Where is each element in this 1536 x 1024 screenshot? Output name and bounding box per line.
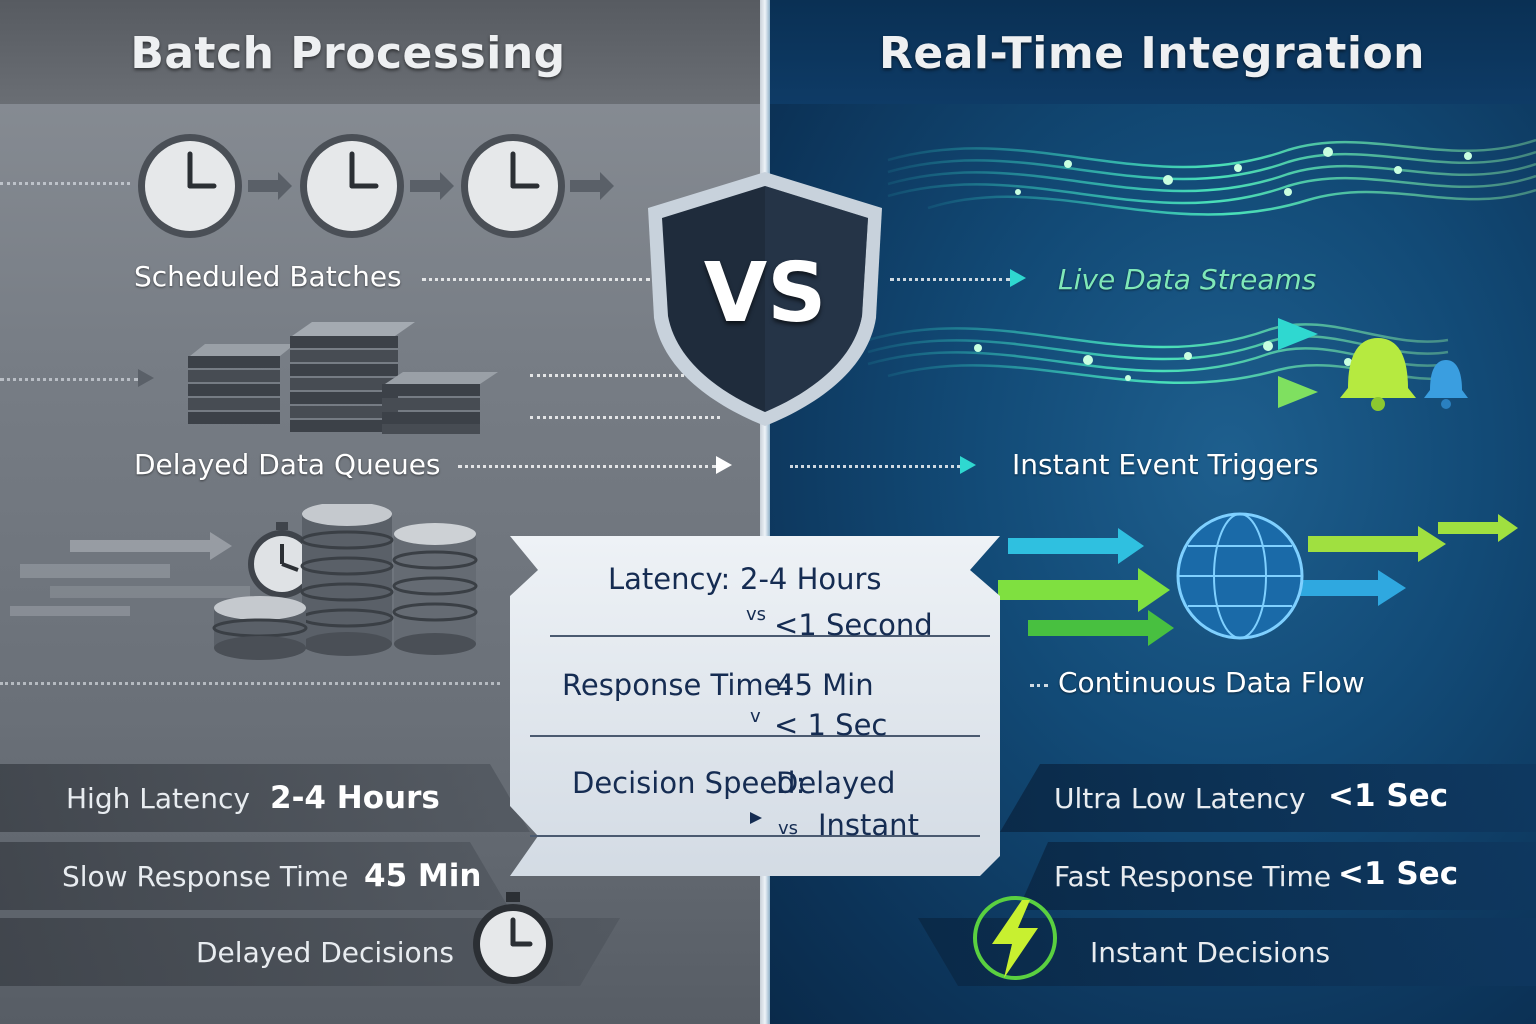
batch-panel: Batch Processing Scheduled Batches <box>0 0 768 1024</box>
shield-icon <box>648 172 882 426</box>
dotted-connector <box>422 278 650 281</box>
low-latency-value: <1 Sec <box>1328 778 1449 814</box>
dotted-line <box>0 378 138 381</box>
arrow-icon <box>138 369 154 387</box>
comparison-card: Latency: 2-4 Hours vs <1 Second Response… <box>510 536 1010 876</box>
high-latency-value: 2-4 Hours <box>270 780 440 816</box>
latency-batch-value: 2-4 Hours <box>740 562 882 596</box>
delayed-queues-label: Delayed Data Queues <box>134 448 441 481</box>
response-compare-label: Response Time: <box>562 668 792 702</box>
continuous-flow-label: Continuous Data Flow <box>1058 666 1365 699</box>
batch-stack-icon <box>188 322 498 434</box>
decision-arrow-icon <box>750 812 762 824</box>
high-latency-band: High Latency 2-4 Hours <box>0 764 530 832</box>
arrow-icon <box>960 456 976 474</box>
latency-vs: vs <box>746 604 767 625</box>
slow-response-value: 45 Min <box>364 858 482 894</box>
dotted-connector <box>458 465 716 468</box>
database-icon <box>300 504 394 656</box>
high-latency-label: High Latency <box>66 782 250 815</box>
live-streams-label: Live Data Streams <box>1058 263 1317 296</box>
bell-icon <box>1340 338 1468 411</box>
batch-title: Batch Processing <box>130 28 566 79</box>
realtime-title: Real-Time Integration <box>878 28 1426 79</box>
latency-realtime-value: <1 Second <box>774 608 933 642</box>
comparison-card-bg <box>510 536 1000 876</box>
latency-compare-label: Latency: <box>608 562 731 596</box>
data-stream-icon <box>867 138 1536 408</box>
clock-icon <box>300 134 404 238</box>
vs-text: VS <box>703 246 827 341</box>
lightning-icon <box>973 896 1057 980</box>
motion-arrows <box>10 532 250 616</box>
database-icon <box>212 596 308 660</box>
delayed-database-cluster <box>10 504 478 660</box>
scheduled-clocks <box>138 134 614 238</box>
dotted-connector <box>1030 684 1048 687</box>
vs-badge: VS <box>640 168 890 430</box>
clock-icon <box>461 134 565 238</box>
decision-batch-value: Delayed <box>776 766 896 800</box>
response-batch-value: 45 Min <box>776 668 874 702</box>
response-realtime-value: < 1 Sec <box>774 708 888 742</box>
stopwatch-icon <box>248 522 316 598</box>
instant-decisions-label: Instant Decisions <box>1090 936 1331 969</box>
decision-realtime-value: Instant <box>818 808 919 842</box>
decision-vs: vs <box>778 818 799 839</box>
event-triggers-label: Instant Event Triggers <box>1012 448 1319 481</box>
stopwatch-icon <box>473 892 553 984</box>
batch-header: Batch Processing <box>0 0 768 104</box>
clock-icon <box>138 134 242 238</box>
panel-divider <box>760 0 770 1024</box>
response-vs: v <box>750 706 761 727</box>
low-latency-label: Ultra Low Latency <box>1054 782 1306 815</box>
decision-compare-label: Decision Speed: <box>572 766 806 800</box>
low-latency-band: Ultra Low Latency <1 Sec <box>1000 764 1536 832</box>
dotted-line <box>0 682 500 685</box>
dotted-connector <box>890 278 1010 281</box>
arrow-icon <box>1010 269 1026 287</box>
slow-response-label: Slow Response Time <box>62 860 349 893</box>
database-icon <box>392 523 478 655</box>
fast-response-value: <1 Sec <box>1338 856 1459 892</box>
dotted-connector <box>530 416 720 419</box>
delayed-decisions-label: Delayed Decisions <box>196 936 454 969</box>
dotted-connector <box>530 374 720 377</box>
fast-response-band: Fast Response Time <1 Sec <box>1018 842 1536 910</box>
continuous-flow-graphic <box>998 512 1518 646</box>
dotted-line <box>0 182 130 185</box>
globe-icon <box>1176 512 1304 640</box>
arrow-icon <box>716 456 732 474</box>
fast-response-label: Fast Response Time <box>1054 860 1332 893</box>
realtime-header: Real-Time Integration <box>768 0 1536 104</box>
scheduled-batches-label: Scheduled Batches <box>134 260 402 293</box>
slow-response-band: Slow Response Time 45 Min <box>0 842 510 910</box>
dotted-connector <box>790 465 960 468</box>
